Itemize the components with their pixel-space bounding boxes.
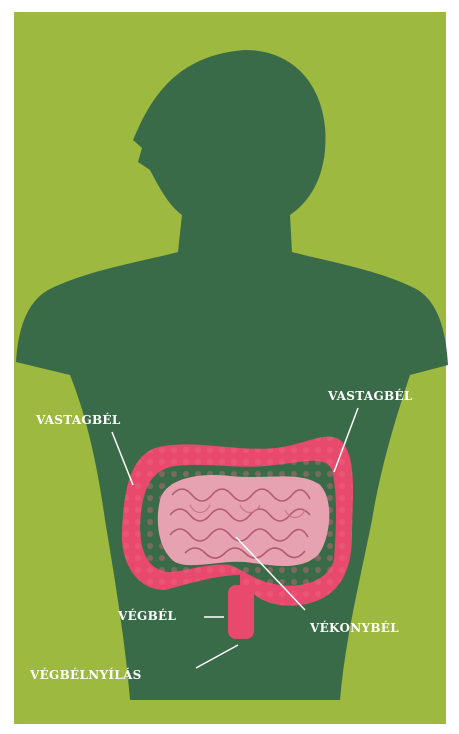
rectum-shape — [228, 585, 254, 639]
label-colon-left: VASTAGBÉL — [35, 412, 121, 427]
label-colon-right: VASTAGBÉL — [327, 388, 413, 403]
label-small-intestine: VÉKONYBÉL — [309, 620, 399, 635]
small-intestine — [158, 475, 329, 566]
label-anus: VÉGBÉLNYÍLÁS — [29, 667, 142, 682]
label-rectum: VÉGBÉL — [117, 608, 176, 623]
